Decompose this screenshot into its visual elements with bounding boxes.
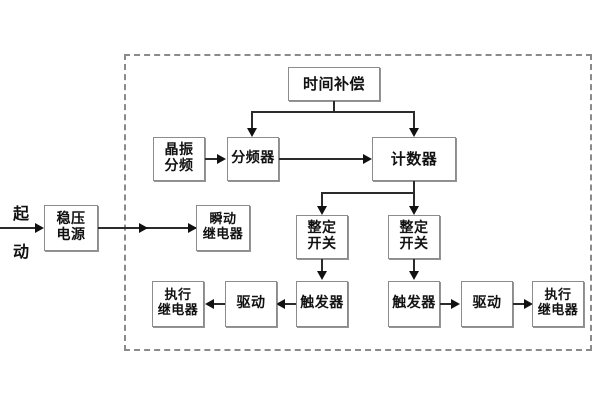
node-trigger-right[interactable]: 触发器 (388, 281, 440, 327)
arrowhead-counter-to-setswitch-right (409, 206, 419, 215)
node-driver-left[interactable]: 驱动 (225, 281, 277, 327)
node-driver-right[interactable]: 驱动 (461, 281, 513, 327)
connector-timecomp-to-divider (251, 111, 253, 130)
node-label-line1: 执行 (164, 288, 192, 304)
node-label-line1: 整定 (399, 220, 429, 237)
arrowhead-timecomp-to-divider (247, 128, 257, 137)
connector-counter-stem (413, 181, 415, 194)
node-label-line1: 晶振 (164, 142, 194, 159)
node-counter[interactable]: 计数器 (372, 137, 456, 181)
node-label-line1: 计数器 (390, 149, 438, 168)
arrowhead-driver-left-to-exec-relay-left (205, 299, 214, 309)
arrowhead-trigger-left-to-driver-left (276, 299, 285, 309)
arrowhead-divider-to-counter (363, 154, 372, 164)
node-label-line1: 瞬动 (209, 212, 237, 228)
connector-start-to-power (0, 227, 38, 229)
connector-setswitch-right-to-trigger-right (413, 259, 415, 273)
node-label-line2: 继电器 (202, 227, 244, 242)
connector-trigger-left-to-driver-left (282, 303, 296, 305)
node-label-line2: 开关 (399, 236, 429, 252)
node-label-line1: 执行 (544, 288, 572, 304)
connector-counter-to-setswitch-right (413, 192, 415, 208)
node-label-line1: 稳压 (56, 211, 86, 228)
arrowhead-power-boundary (139, 223, 148, 233)
node-label-line1: 触发器 (392, 295, 436, 312)
arrowhead-counter-to-setswitch-left (317, 206, 327, 215)
dashed-enclosure-region (124, 54, 592, 351)
node-label-line1: 整定 (307, 220, 337, 237)
node-execution-relay-right[interactable]: 执行 继电器 (532, 281, 584, 327)
connector-crystal-to-divider (205, 158, 221, 160)
node-label-line2: 继电器 (537, 303, 579, 318)
arrowhead-crystal-to-divider (217, 154, 226, 164)
connector-timecomp-stem (333, 101, 335, 113)
node-label-line1: 驱动 (236, 295, 266, 312)
connector-timecomp-to-counter (413, 111, 415, 130)
arrowhead-timecomp-to-counter (409, 128, 419, 137)
arrowhead-power-to-instant-relay (188, 223, 197, 233)
node-label-line2: 电源 (56, 227, 86, 243)
connector-counter-bus (321, 192, 415, 194)
arrowhead-trigger-right-to-driver-right (451, 299, 460, 309)
arrowhead-setswitch-left-to-trigger-left (317, 271, 327, 280)
node-crystal-oscillator-divider[interactable]: 晶振 分频 (153, 137, 205, 181)
node-label-line1: 分频器 (231, 150, 275, 167)
node-voltage-regulated-power[interactable]: 稳压 电源 (44, 205, 98, 251)
node-label-line2: 继电器 (157, 303, 199, 318)
node-label-line2: 开关 (307, 236, 337, 252)
connector-divider-to-counter (279, 158, 365, 160)
connector-driver-left-to-exec-relay-left (211, 303, 225, 305)
node-frequency-divider[interactable]: 分频器 (227, 137, 279, 181)
arrowhead-setswitch-right-to-trigger-right (409, 271, 419, 280)
start-input-label-line2: 动 (12, 242, 29, 261)
connector-setswitch-left-to-trigger-left (321, 259, 323, 273)
node-label-line1: 驱动 (472, 295, 502, 312)
node-time-compensation[interactable]: 时间补偿 (288, 67, 380, 101)
node-trigger-left[interactable]: 触发器 (296, 281, 348, 327)
node-label-line1: 触发器 (300, 295, 344, 312)
node-setting-switch-right[interactable]: 整定 开关 (388, 215, 440, 259)
connector-timecomp-bus (251, 111, 415, 113)
node-execution-relay-left[interactable]: 执行 继电器 (152, 281, 204, 327)
connector-counter-to-setswitch-left (321, 192, 323, 208)
node-instantaneous-relay[interactable]: 瞬动 继电器 (196, 205, 250, 251)
node-setting-switch-left[interactable]: 整定 开关 (296, 215, 348, 259)
start-input-label-line1: 起 (12, 204, 29, 223)
connector-trigger-right-to-driver-right (440, 303, 454, 305)
connector-driver-right-to-exec-relay-right (513, 303, 527, 305)
node-label-line1: 时间补偿 (302, 74, 365, 93)
arrowhead-start-to-power (35, 223, 44, 233)
node-label-line2: 分频 (164, 158, 194, 174)
arrowhead-driver-right-to-exec-relay-right (524, 299, 533, 309)
